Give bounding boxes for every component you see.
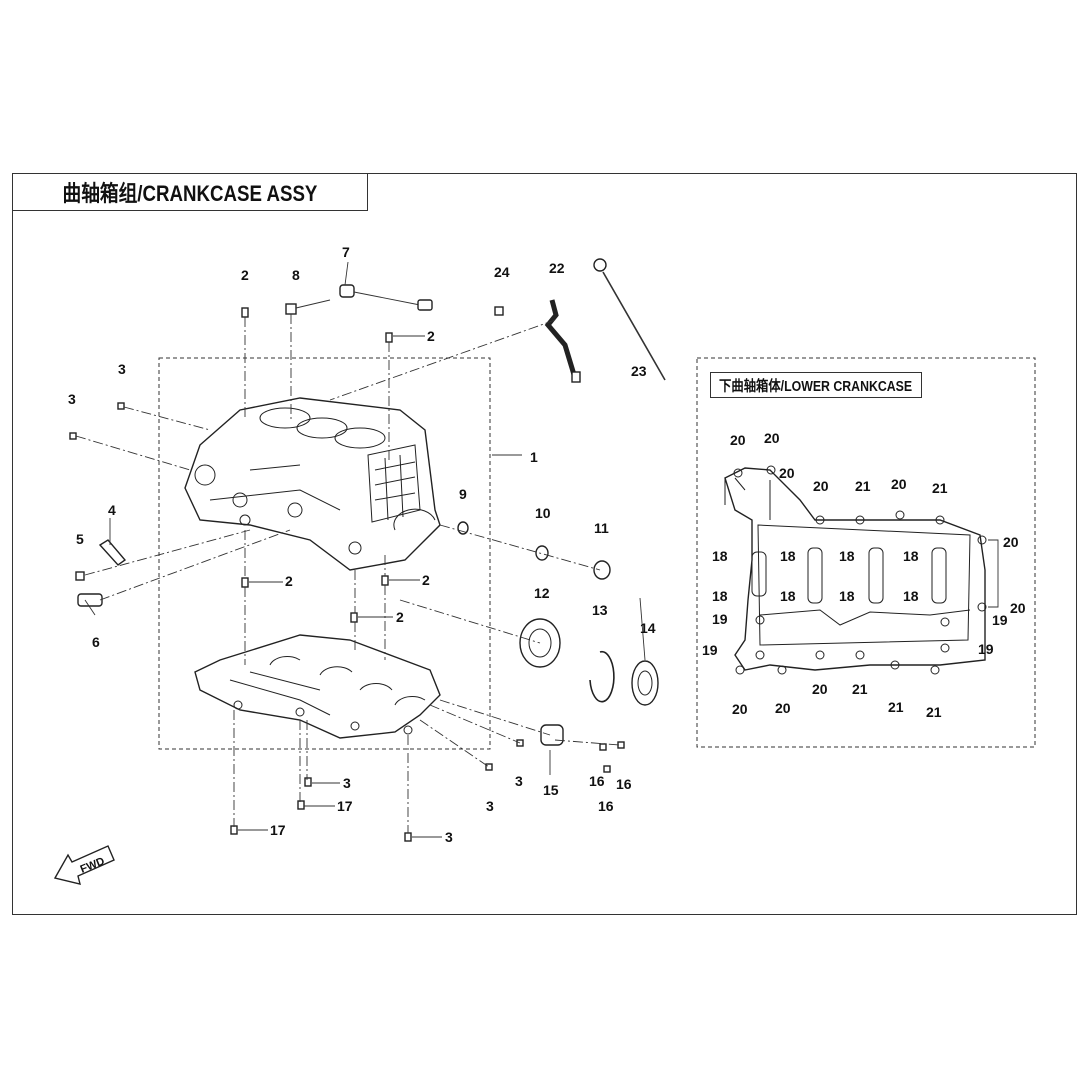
callout-11: 11 (594, 520, 609, 536)
inset-callout-21: 21 (852, 681, 868, 697)
callout-5: 5 (76, 531, 84, 547)
callout-10: 10 (535, 505, 551, 521)
callout-17: 17 (337, 798, 353, 814)
inset-callout-20: 20 (891, 476, 907, 492)
lower-crankcase (194, 634, 441, 739)
inset-callout-20: 20 (730, 432, 746, 448)
callout-2: 2 (422, 572, 430, 588)
inset-callout-18: 18 (712, 588, 728, 604)
inset-callout-21: 21 (926, 704, 942, 720)
callout-labels: 1 2 2 2 2 2 3 3 3 3 3 3 4 5 6 7 8 9 10 1… (68, 244, 656, 845)
fwd-arrow-icon (53, 845, 115, 885)
sensor-7 (339, 284, 433, 311)
callout-13: 13 (592, 602, 608, 618)
upper-crankcase (184, 397, 441, 571)
inset-callout-20: 20 (764, 430, 780, 446)
inset-callout-20: 20 (812, 681, 828, 697)
callout-15: 15 (543, 782, 559, 798)
inset-callout-18: 18 (712, 548, 728, 564)
washer-10 (535, 545, 549, 561)
title-box: 曲轴箱组/CRANKCASE ASSY (12, 173, 368, 211)
inset-callout-19: 19 (712, 611, 728, 627)
callout-17: 17 (270, 822, 286, 838)
inset-callout-20: 20 (1010, 600, 1026, 616)
inset-callout-18: 18 (780, 548, 796, 564)
callout-3: 3 (118, 361, 126, 377)
inset-callout-19: 19 (992, 612, 1008, 628)
bolt-5 (75, 571, 85, 581)
inset-callout-18: 18 (903, 588, 919, 604)
bracket-4 (98, 539, 127, 566)
inset-callout-20: 20 (779, 465, 795, 481)
callout-14: 14 (640, 620, 656, 636)
callout-3: 3 (445, 829, 453, 845)
callout-8: 8 (292, 267, 300, 283)
callout-22: 22 (549, 260, 565, 276)
callout-7: 7 (342, 244, 350, 260)
callout-2: 2 (241, 267, 249, 283)
callout-3: 3 (343, 775, 351, 791)
inset-callout-19: 19 (978, 641, 994, 657)
sensor-6 (77, 593, 103, 607)
callout-2: 2 (285, 573, 293, 589)
circlip-13 (589, 650, 615, 703)
dipstick-23 (593, 258, 666, 381)
inset-callout-20: 20 (732, 701, 748, 717)
leader-lines (75, 261, 646, 838)
plug-11 (593, 560, 611, 580)
bolt-24 (494, 306, 504, 316)
callout-4: 4 (108, 502, 116, 518)
inset-title-box: 下曲轴箱体/LOWER CRANKCASE (710, 372, 922, 398)
callout-3: 3 (68, 391, 76, 407)
assembly-box-main (158, 357, 491, 750)
callout-23: 23 (631, 363, 647, 379)
oil-seal-14 (631, 660, 659, 706)
dowel-pins (69, 307, 625, 842)
inset-callout-20: 20 (813, 478, 829, 494)
inset-callout-18: 18 (903, 548, 919, 564)
inset-callout-18: 18 (839, 548, 855, 564)
callout-16: 16 (616, 776, 632, 792)
callout-2: 2 (427, 328, 435, 344)
callout-16: 16 (589, 773, 605, 789)
inset-callout-19: 19 (702, 642, 718, 658)
callout-3: 3 (515, 773, 523, 789)
callout-3: 3 (486, 798, 494, 814)
inset-callout-18: 18 (780, 588, 796, 604)
bolt-8 (285, 299, 331, 315)
lower-crankcase-inset (724, 465, 999, 675)
inset-title: 下曲轴箱体/LOWER CRANKCASE (719, 378, 913, 395)
callout-2: 2 (396, 609, 404, 625)
inset-callout-20: 20 (1003, 534, 1019, 550)
callout-6: 6 (92, 634, 100, 650)
callout-16: 16 (598, 798, 614, 814)
callout-24: 24 (494, 264, 510, 280)
inset-callout-21: 21 (932, 480, 948, 496)
inset-callout-20: 20 (775, 700, 791, 716)
callout-1: 1 (530, 449, 538, 465)
inset-callout-labels: 20 20 20 20 20 20 20 20 20 20 21 21 21 2… (702, 430, 1026, 720)
inset-callout-18: 18 (839, 588, 855, 604)
callout-12: 12 (534, 585, 550, 601)
assembly-box-lower-crankcase (696, 357, 1036, 748)
page-title: 曲轴箱组/CRANKCASE ASSY (62, 181, 318, 206)
inset-callout-21: 21 (888, 699, 904, 715)
cover-15 (540, 724, 564, 746)
inset-callout-21: 21 (855, 478, 871, 494)
oil-pipe-22 (544, 299, 581, 383)
callout-9: 9 (459, 486, 467, 502)
drawing-frame (12, 173, 1077, 915)
